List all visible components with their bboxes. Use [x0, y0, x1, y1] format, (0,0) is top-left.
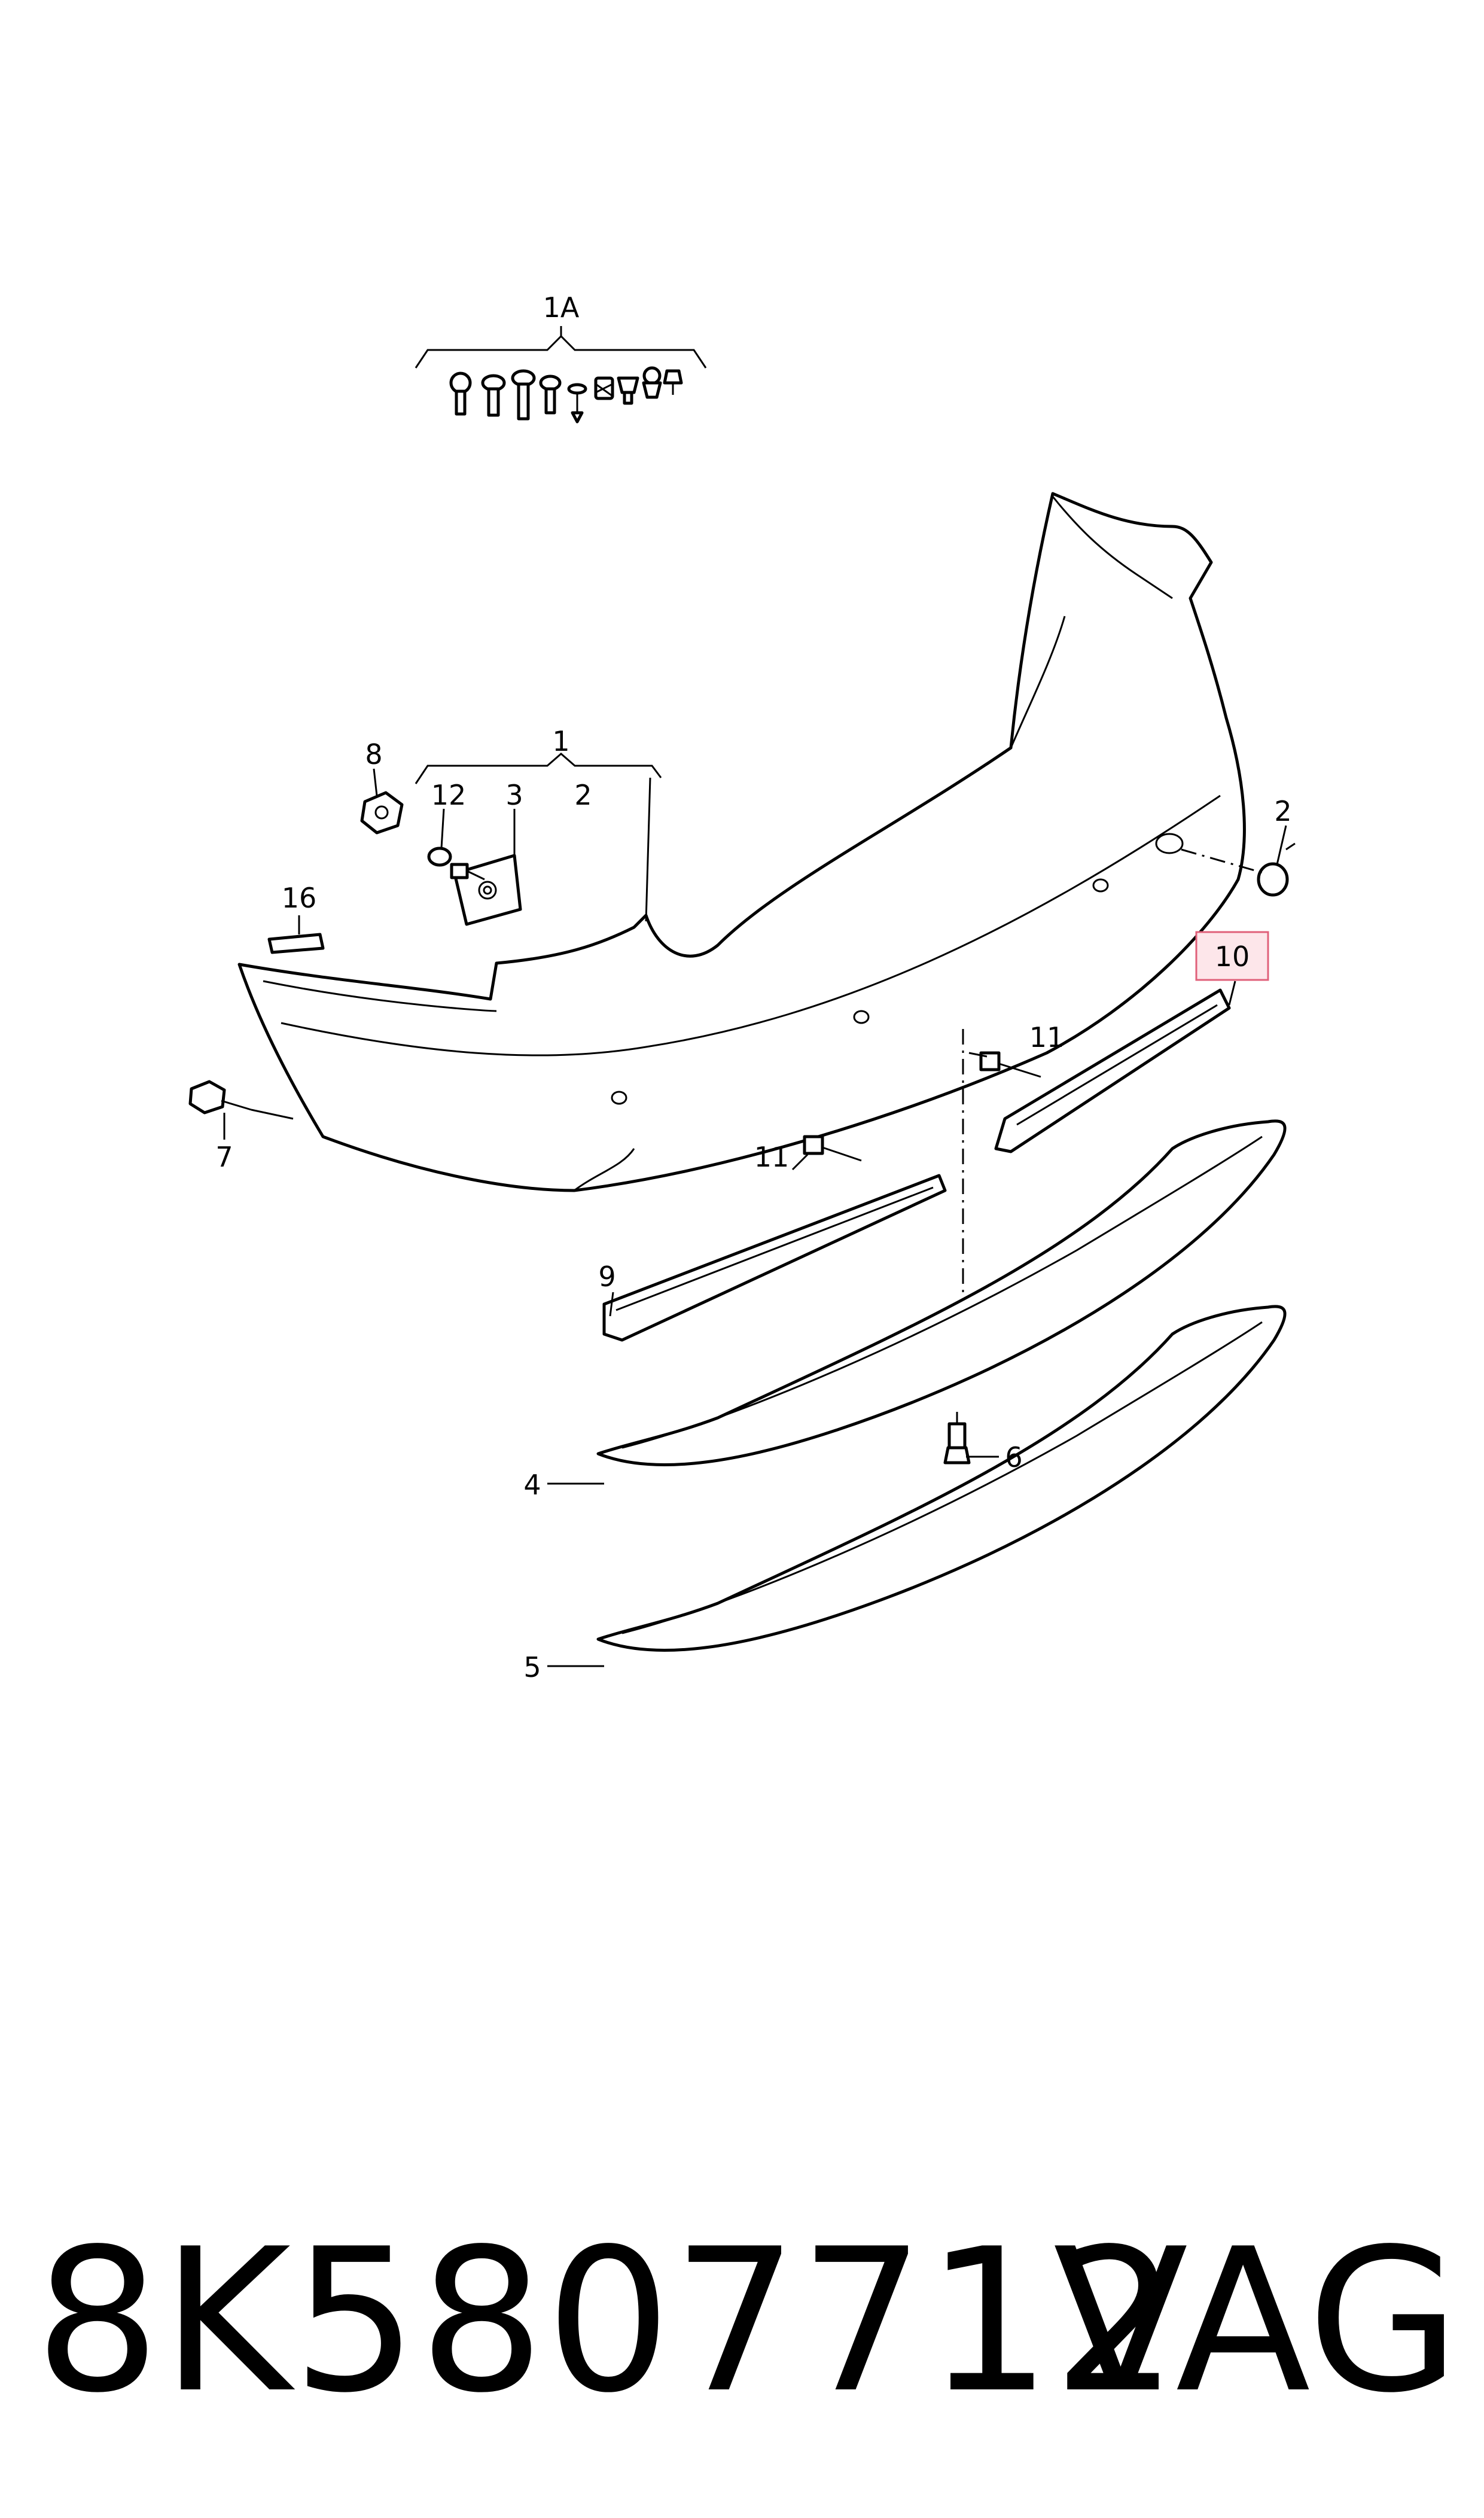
- label-sticker: [267, 933, 325, 954]
- callout-16: 16: [282, 882, 317, 914]
- callout-1a: 1A: [543, 291, 580, 324]
- screw-6: [943, 1422, 971, 1464]
- insert-lower: [602, 1174, 947, 1342]
- hex-nut: [360, 791, 404, 835]
- callout-2-left: 2: [574, 779, 592, 811]
- screw-11-lower: [803, 1135, 862, 1162]
- callout-6: 6: [1005, 1441, 1022, 1473]
- callout-11-upper: 11: [1029, 1021, 1065, 1054]
- callout-5: 5: [523, 1651, 541, 1683]
- fastener-kit-group: 1A: [415, 291, 707, 424]
- part-number: 8K5807712: [35, 2206, 1180, 2436]
- grommet: [1257, 862, 1289, 897]
- callout-1: 1: [552, 725, 569, 757]
- footer: 8K5807712 VAG: [0, 2213, 1484, 2429]
- insert-upper: [994, 988, 1231, 1153]
- callout-11-lower: 11: [754, 1141, 790, 1173]
- brand-name: VAG: [1053, 2206, 1460, 2436]
- bracket-screw: [450, 863, 485, 881]
- bumper-cover: [237, 492, 1246, 1192]
- callout-10: 10: [1215, 940, 1250, 973]
- side-screw: [188, 1080, 252, 1115]
- screw-11-upper: [979, 1051, 1041, 1078]
- fastener-kit-icons: [449, 366, 683, 424]
- leader-lines: [223, 753, 1296, 1667]
- callout-7: 7: [215, 1141, 233, 1173]
- callout-2-right: 2: [1274, 795, 1291, 827]
- diffuser-upper: [596, 1119, 1287, 1467]
- callout-3: 3: [505, 779, 523, 811]
- diffuser-lower: [596, 1305, 1287, 1652]
- callout-4: 4: [523, 1469, 541, 1501]
- callout-10-highlight: [1195, 931, 1269, 981]
- callout-12: 12: [431, 779, 467, 811]
- washer: [427, 847, 452, 867]
- callout-9: 9: [598, 1260, 615, 1293]
- callout-8: 8: [365, 738, 382, 771]
